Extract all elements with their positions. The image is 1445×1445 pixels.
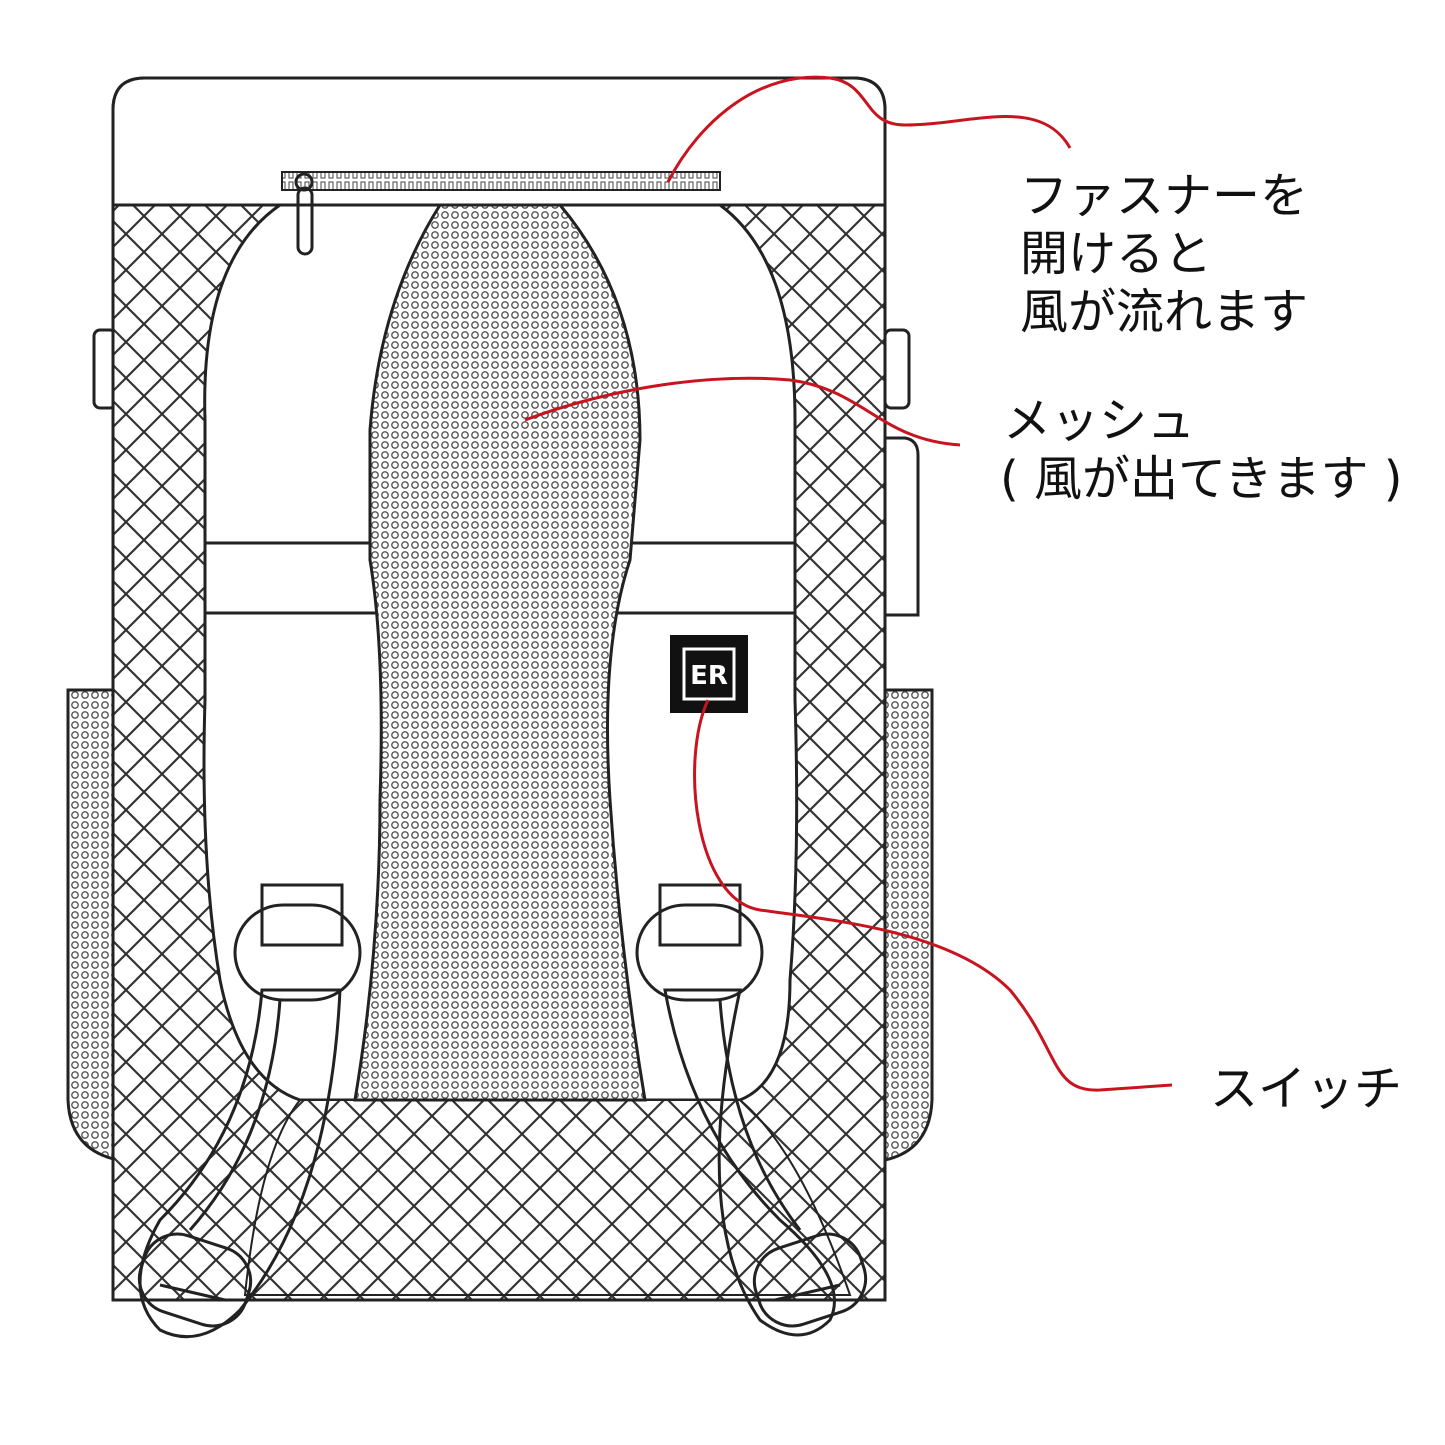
switch-annotation: スイッチ — [1210, 1061, 1402, 1117]
left-side-pocket — [66, 688, 120, 1162]
zipper-annotation-line-1: ファスナーを — [1020, 168, 1308, 224]
logo-text: ER — [690, 661, 728, 691]
bottom-hatch — [243, 1099, 852, 1296]
right-side-tab — [885, 436, 920, 617]
zipper-leader-line — [666, 75, 1072, 183]
right-side-ring — [883, 328, 911, 410]
zipper-annotation-line-2: 開けると — [1020, 226, 1212, 282]
right-shoulder-strap — [635, 883, 868, 1337]
switch-leader-line — [693, 699, 1173, 1092]
zipper-annotation-line-3: 風が流れます — [1020, 284, 1308, 340]
zipper-pull-icon — [294, 172, 314, 256]
switch-logo-button[interactable]: ER — [670, 635, 748, 713]
left-shoulder-strap — [137, 883, 362, 1339]
mesh-annotation-line-1: メッシュ — [1003, 393, 1195, 449]
mesh-leader-line — [524, 376, 961, 447]
right-side-pocket — [883, 688, 934, 1162]
zipper — [281, 171, 721, 191]
mesh-annotation-line-2: ( 風が出てきます ) — [1000, 451, 1403, 507]
central-mesh — [353, 203, 647, 1102]
